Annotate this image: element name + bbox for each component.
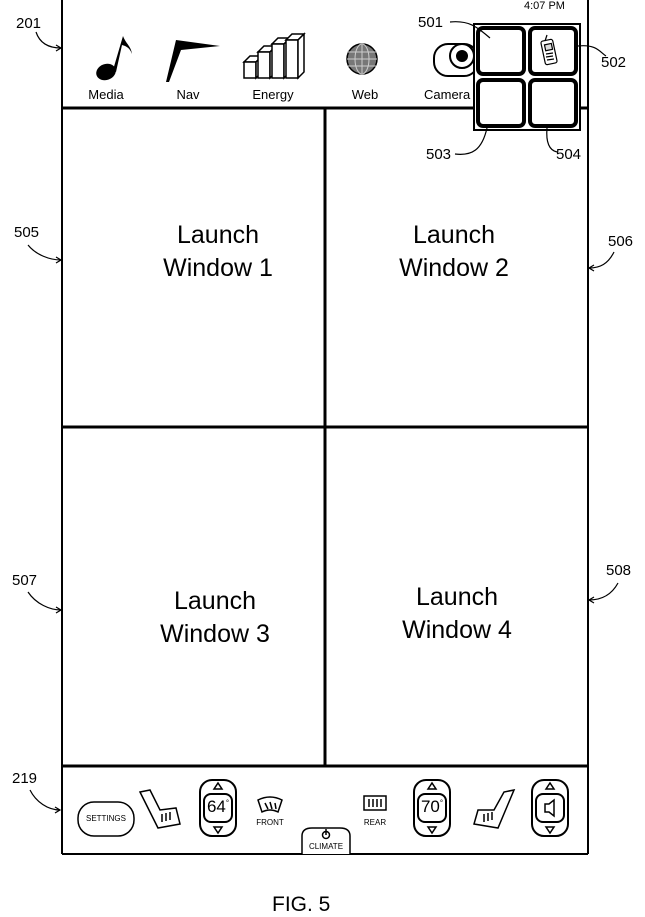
climate-label[interactable]: CLIMATE <box>302 842 350 851</box>
launch-window-1-line2: Window 1 <box>118 252 318 285</box>
app-label-media[interactable]: Media <box>71 87 141 102</box>
ref-508: 508 <box>606 562 631 579</box>
passenger-seat-heater-icon[interactable] <box>474 790 514 828</box>
ref-219: 219 <box>12 770 37 787</box>
launcher-popup <box>474 24 580 130</box>
launch-window-4-line1: Launch <box>357 581 557 614</box>
app-label-camera[interactable]: Camera <box>424 87 474 102</box>
ref-503: 503 <box>426 146 451 163</box>
launch-window-1[interactable]: Launch Window 1 <box>118 219 318 285</box>
volume-control[interactable] <box>532 780 568 836</box>
status-time: 4:07 PM <box>524 0 565 12</box>
ref-501: 501 <box>418 14 443 31</box>
launch-window-1-line1: Launch <box>118 219 318 252</box>
launch-window-3-line1: Launch <box>115 585 315 618</box>
launcher-tile-504[interactable] <box>530 80 576 126</box>
app-label-web[interactable]: Web <box>330 87 400 102</box>
rear-label: REAR <box>355 818 395 827</box>
rear-defrost-icon[interactable] <box>364 796 386 810</box>
front-label: FRONT <box>250 818 290 827</box>
front-defrost-icon[interactable] <box>258 797 282 812</box>
settings-label[interactable]: SETTINGS <box>78 814 134 823</box>
app-label-energy[interactable]: Energy <box>238 87 308 102</box>
launch-window-2[interactable]: Launch Window 2 <box>354 219 554 285</box>
ref-502: 502 <box>601 54 626 71</box>
camera-icon[interactable] <box>434 44 478 76</box>
music-note-icon[interactable] <box>94 36 132 83</box>
passenger-temp-value: 70° <box>418 797 446 817</box>
launch-window-2-line1: Launch <box>354 219 554 252</box>
reference-leaders <box>28 22 618 813</box>
ref-504: 504 <box>556 146 581 163</box>
launcher-tile-501[interactable] <box>478 28 524 74</box>
ref-505: 505 <box>14 224 39 241</box>
driver-temp-value: 64° <box>204 797 232 817</box>
energy-bars-icon[interactable] <box>244 34 304 78</box>
app-label-nav[interactable]: Nav <box>153 87 223 102</box>
launch-window-4[interactable]: Launch Window 4 <box>357 581 557 647</box>
launcher-tile-503[interactable] <box>478 80 524 126</box>
ref-201: 201 <box>16 15 41 32</box>
launch-window-3-line2: Window 3 <box>115 618 315 651</box>
driver-seat-heater-icon[interactable] <box>140 790 180 828</box>
figure-caption: FIG. 5 <box>272 893 330 917</box>
globe-icon[interactable] <box>347 44 377 74</box>
launch-window-2-line2: Window 2 <box>354 252 554 285</box>
ref-507: 507 <box>12 572 37 589</box>
ref-506: 506 <box>608 233 633 250</box>
nav-arrow-icon[interactable] <box>166 40 220 82</box>
launch-window-4-line2: Window 4 <box>357 614 557 647</box>
launch-window-3[interactable]: Launch Window 3 <box>115 585 315 651</box>
